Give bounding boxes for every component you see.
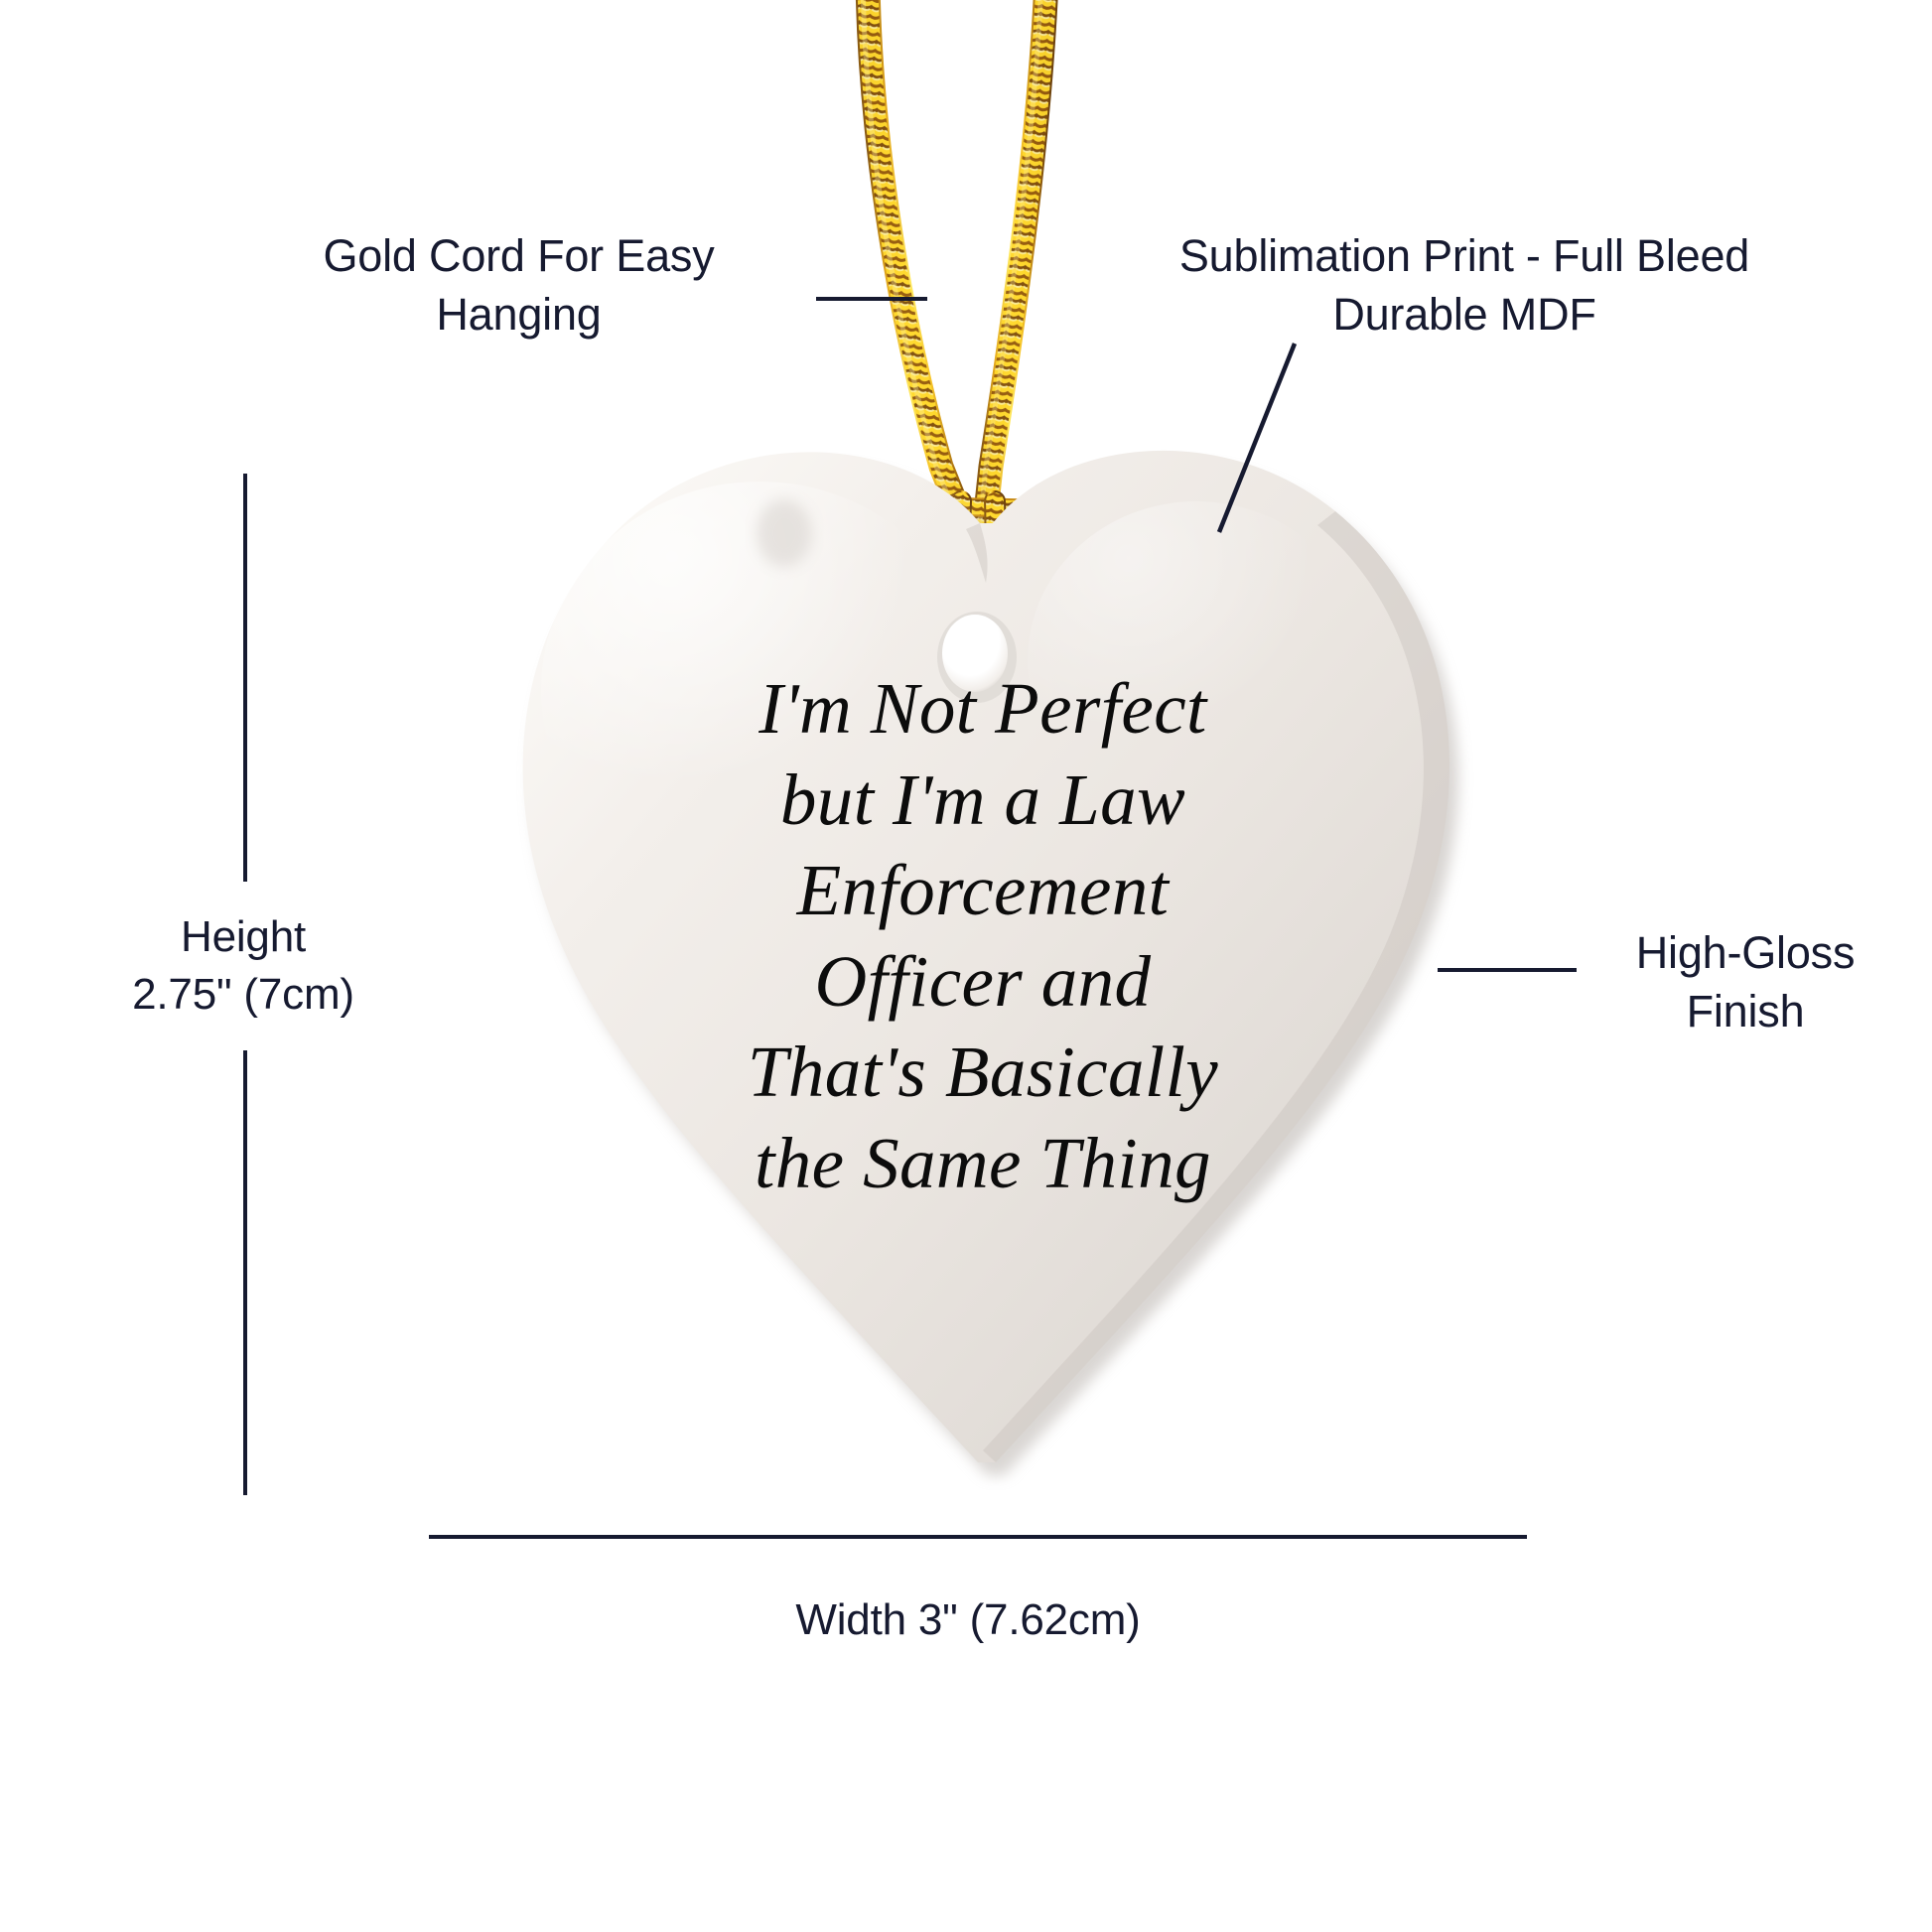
ornament-quote-text: I'm Not Perfect but I'm a Law Enforcemen… <box>747 668 1219 1204</box>
dimension-line-width <box>429 1535 1527 1539</box>
dimension-line-height-lower <box>243 1050 247 1495</box>
label-height: Height 2.75" (7cm) <box>132 912 354 1020</box>
label-high-gloss-finish: High-Gloss Finish <box>1635 927 1856 1037</box>
label-width: Width 3" (7.62cm) <box>795 1595 1141 1644</box>
leader-line-gold-cord <box>816 297 927 301</box>
leader-line-high-gloss <box>1438 968 1577 972</box>
leader-line-sublimation <box>1216 343 1298 533</box>
dimension-line-height-upper <box>243 474 247 882</box>
label-sublimation-print: Sublimation Print - Full Bleed Durable M… <box>1178 230 1750 341</box>
hanging-hole <box>757 499 812 567</box>
label-gold-cord: Gold Cord For Easy Hanging <box>323 230 715 341</box>
heart-ornament <box>412 450 1554 1484</box>
